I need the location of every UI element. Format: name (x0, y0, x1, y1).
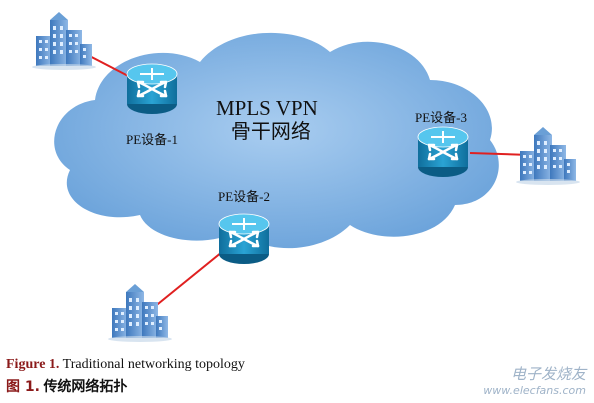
caption-zh-prefix: 图 1. (6, 379, 40, 395)
caption-en-text: Traditional networking topology (62, 357, 245, 372)
router-icon-pe2 (217, 212, 271, 266)
building-icon-site3 (516, 127, 580, 185)
cloud-title: MPLS VPN 骨干网络 (216, 96, 318, 143)
router-icon-pe1 (125, 62, 179, 116)
router-label-pe2: PE设备-2 (218, 189, 271, 204)
watermark: 电子发烧友 www.elecfans.com (483, 363, 586, 397)
watermark-sub: www.elecfans.com (483, 384, 586, 397)
caption-zh-text: 传统网络拓扑 (43, 379, 128, 395)
caption-zh: 图 1. 传统网络拓扑 (6, 376, 127, 396)
watermark-main: 电子发烧友 (510, 365, 586, 383)
cloud-title-line2: 骨干网络 (230, 119, 311, 144)
router-icon-pe3 (416, 125, 470, 179)
router-label-pe1: PE设备-1 (126, 132, 179, 147)
link-pe2-building (152, 251, 223, 309)
cloud-title-line1: MPLS VPN (216, 96, 318, 120)
building-icon-site1 (32, 12, 96, 70)
topology-diagram (32, 12, 580, 342)
building-icon-site2 (108, 284, 172, 342)
router-label-pe3: PE设备-3 (415, 110, 468, 125)
caption-en-prefix: Figure 1. (6, 357, 60, 372)
caption-en: Figure 1. Traditional networking topolog… (6, 357, 245, 373)
